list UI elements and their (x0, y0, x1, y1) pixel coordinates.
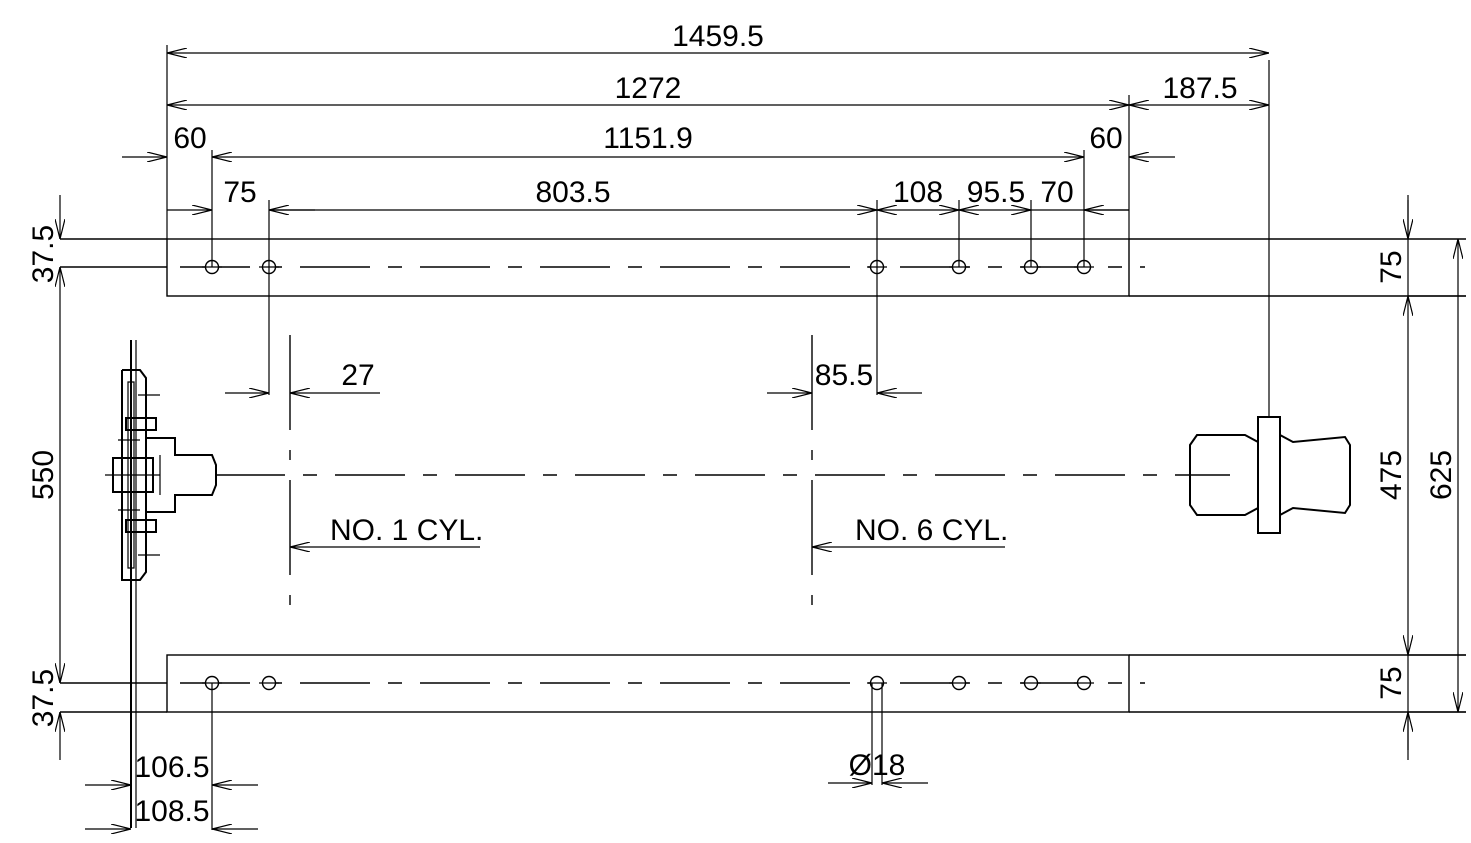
dim-right-end-offset: 60 (1089, 122, 1122, 155)
dim-rail-length: 1272 (615, 72, 682, 105)
dim-left-end-offset: 60 (173, 122, 206, 155)
label-cylinder-6: NO. 6 CYL. (855, 514, 1008, 547)
dim-outer-width: 625 (1425, 450, 1458, 500)
dim-hole-pitch-108: 108 (893, 176, 943, 209)
dim-first-hole-pitch: 75 (223, 176, 256, 209)
dim-inner-width: 475 (1375, 450, 1408, 500)
dim-bottom-edge-offset: 37.5 (27, 669, 60, 727)
dim-top-edge-offset: 37.5 (27, 225, 60, 283)
dim-inner-span: 550 (27, 450, 60, 500)
front-pulley-icon (105, 340, 217, 828)
dim-front-offset-1: 106.5 (134, 751, 209, 784)
dim-cyl1-offset: 27 (341, 359, 374, 392)
dim-rail-width-top: 75 (1375, 250, 1408, 283)
dim-hole-pitch-70: 70 (1040, 176, 1073, 209)
dim-hole-pitch-95-5: 95.5 (967, 176, 1025, 209)
dim-overall-length: 1459.5 (672, 20, 764, 53)
dim-hole-diameter: Ø18 (849, 749, 906, 782)
flywheel-coupling-icon (1189, 60, 1351, 534)
dim-main-hole-pitch: 803.5 (535, 176, 610, 209)
dim-cyl6-offset: 85.5 (815, 359, 873, 392)
dimension-lines (60, 53, 1466, 829)
dim-rear-overhang: 187.5 (1162, 72, 1237, 105)
bottom-mounting-rail (60, 654, 1466, 713)
dim-hole-span: 1151.9 (603, 122, 693, 155)
dim-front-offset-2: 108.5 (134, 795, 209, 828)
label-cylinder-1: NO. 1 CYL. (330, 514, 483, 547)
dim-rail-width-bottom: 75 (1375, 666, 1408, 699)
